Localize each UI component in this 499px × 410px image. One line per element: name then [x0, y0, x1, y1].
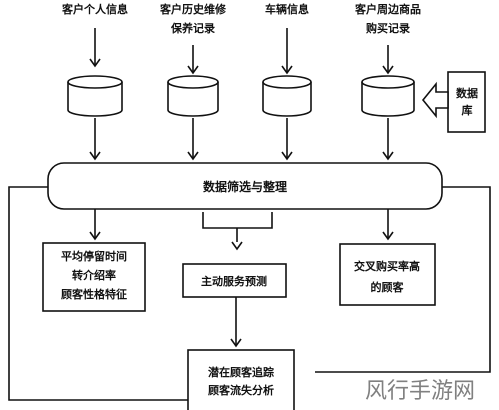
database-label-box	[447, 71, 486, 133]
final-line1: 潜在顾客追踪	[208, 365, 274, 379]
source-label-4-line2: 购买记录	[366, 21, 410, 35]
middle-to-final-arrow	[230, 297, 242, 348]
database-cylinder-3	[262, 75, 312, 117]
database-label-line1: 数据	[456, 86, 478, 100]
source-label-3: 车辆信息	[265, 2, 309, 16]
output-left-line2: 转介绍率	[72, 268, 116, 282]
output-right-line1: 交叉购买率高	[354, 259, 420, 273]
output-box-right	[339, 243, 436, 306]
cylinder-to-process-arrows	[89, 118, 394, 161]
database-hollow-arrow	[421, 81, 449, 119]
source-label-2-line1: 客户历史维修	[159, 2, 227, 16]
database-cylinder-4	[361, 75, 415, 117]
source-label-1: 客户个人信息	[61, 2, 128, 16]
database-cylinder-1	[67, 75, 123, 117]
outer-connectors	[8, 186, 491, 401]
source-arrows	[89, 28, 394, 75]
process-bar	[47, 162, 443, 210]
output-box-middle	[182, 263, 287, 298]
database-cylinder-2	[167, 75, 219, 117]
process-to-output-arrows	[89, 209, 394, 251]
output-right-line2: 的顾客	[371, 280, 405, 294]
output-left-line1: 平均停留时间	[61, 249, 127, 263]
output-middle-label: 主动服务预测	[201, 274, 267, 288]
process-label: 数据筛选与整理	[203, 179, 287, 194]
final-box	[187, 349, 295, 410]
watermark-text: 风行手游网	[365, 379, 475, 404]
source-label-2-line2: 保养记录	[170, 21, 215, 35]
final-line2: 顾客流失分析	[208, 383, 274, 397]
output-left-line3: 顾客性格特征	[61, 287, 127, 301]
source-label-4-line1: 客户周边商品	[354, 2, 421, 16]
database-label-line2: 库	[462, 103, 473, 117]
output-box-left	[42, 242, 146, 312]
